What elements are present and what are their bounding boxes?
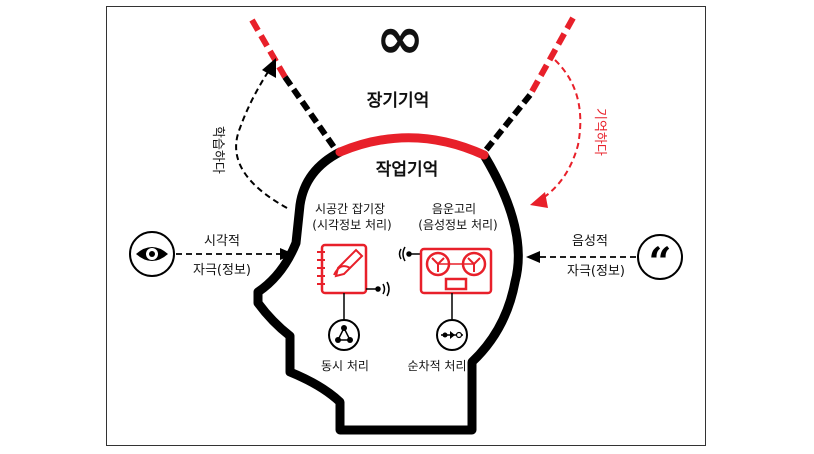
long-term-memory-label: 장기기억	[367, 91, 430, 111]
remember-arrowhead	[530, 192, 548, 208]
right-dotted-line-red	[527, 16, 576, 97]
phonological-subtitle: (음성정보 처리)	[418, 218, 497, 232]
sketchpad-output-icon	[366, 281, 390, 297]
phonological-title: 음운고리	[432, 202, 476, 216]
infinity-symbol: ∞	[376, 4, 424, 72]
quotation-icon: “	[637, 234, 683, 286]
right-dotted-line-black	[479, 93, 533, 157]
left-dotted-line-red	[249, 18, 288, 79]
learn-label: 학습하다	[210, 126, 225, 174]
auditory-stimulus-line2: 자극(정보)	[567, 264, 625, 279]
eye-icon	[129, 231, 175, 277]
svg-text:“: “	[648, 239, 671, 286]
left-dotted-line-black	[282, 75, 341, 155]
visuospatial-subtitle: (시각정보 처리)	[312, 218, 391, 232]
remember-label: 기억하다	[592, 108, 607, 156]
phonological-input-icon	[398, 246, 420, 262]
visual-input-arrowhead	[280, 248, 294, 260]
diagram-frame	[106, 6, 706, 446]
network-icon	[328, 319, 360, 351]
simultaneous-label: 동시 처리	[321, 359, 369, 373]
learn-arrowhead	[262, 58, 276, 78]
sequence-icon	[436, 319, 468, 351]
tape-recorder-icon	[419, 247, 493, 295]
auditory-input-arrowhead	[526, 251, 540, 263]
visuospatial-title: 시공간 잡기장	[315, 202, 385, 216]
visual-stimulus-line1: 시각적	[204, 234, 240, 249]
sequential-label: 순차적 처리	[407, 359, 466, 373]
head-outline	[253, 147, 523, 435]
working-memory-arc	[335, 133, 489, 160]
visual-stimulus-line2: 자극(정보)	[193, 263, 251, 278]
working-memory-label: 작업기억	[376, 160, 439, 180]
remember-arrow	[539, 59, 582, 201]
learn-arrow	[235, 71, 288, 209]
sketchpad-icon	[317, 243, 368, 295]
auditory-stimulus-line1: 음성적	[572, 234, 608, 249]
